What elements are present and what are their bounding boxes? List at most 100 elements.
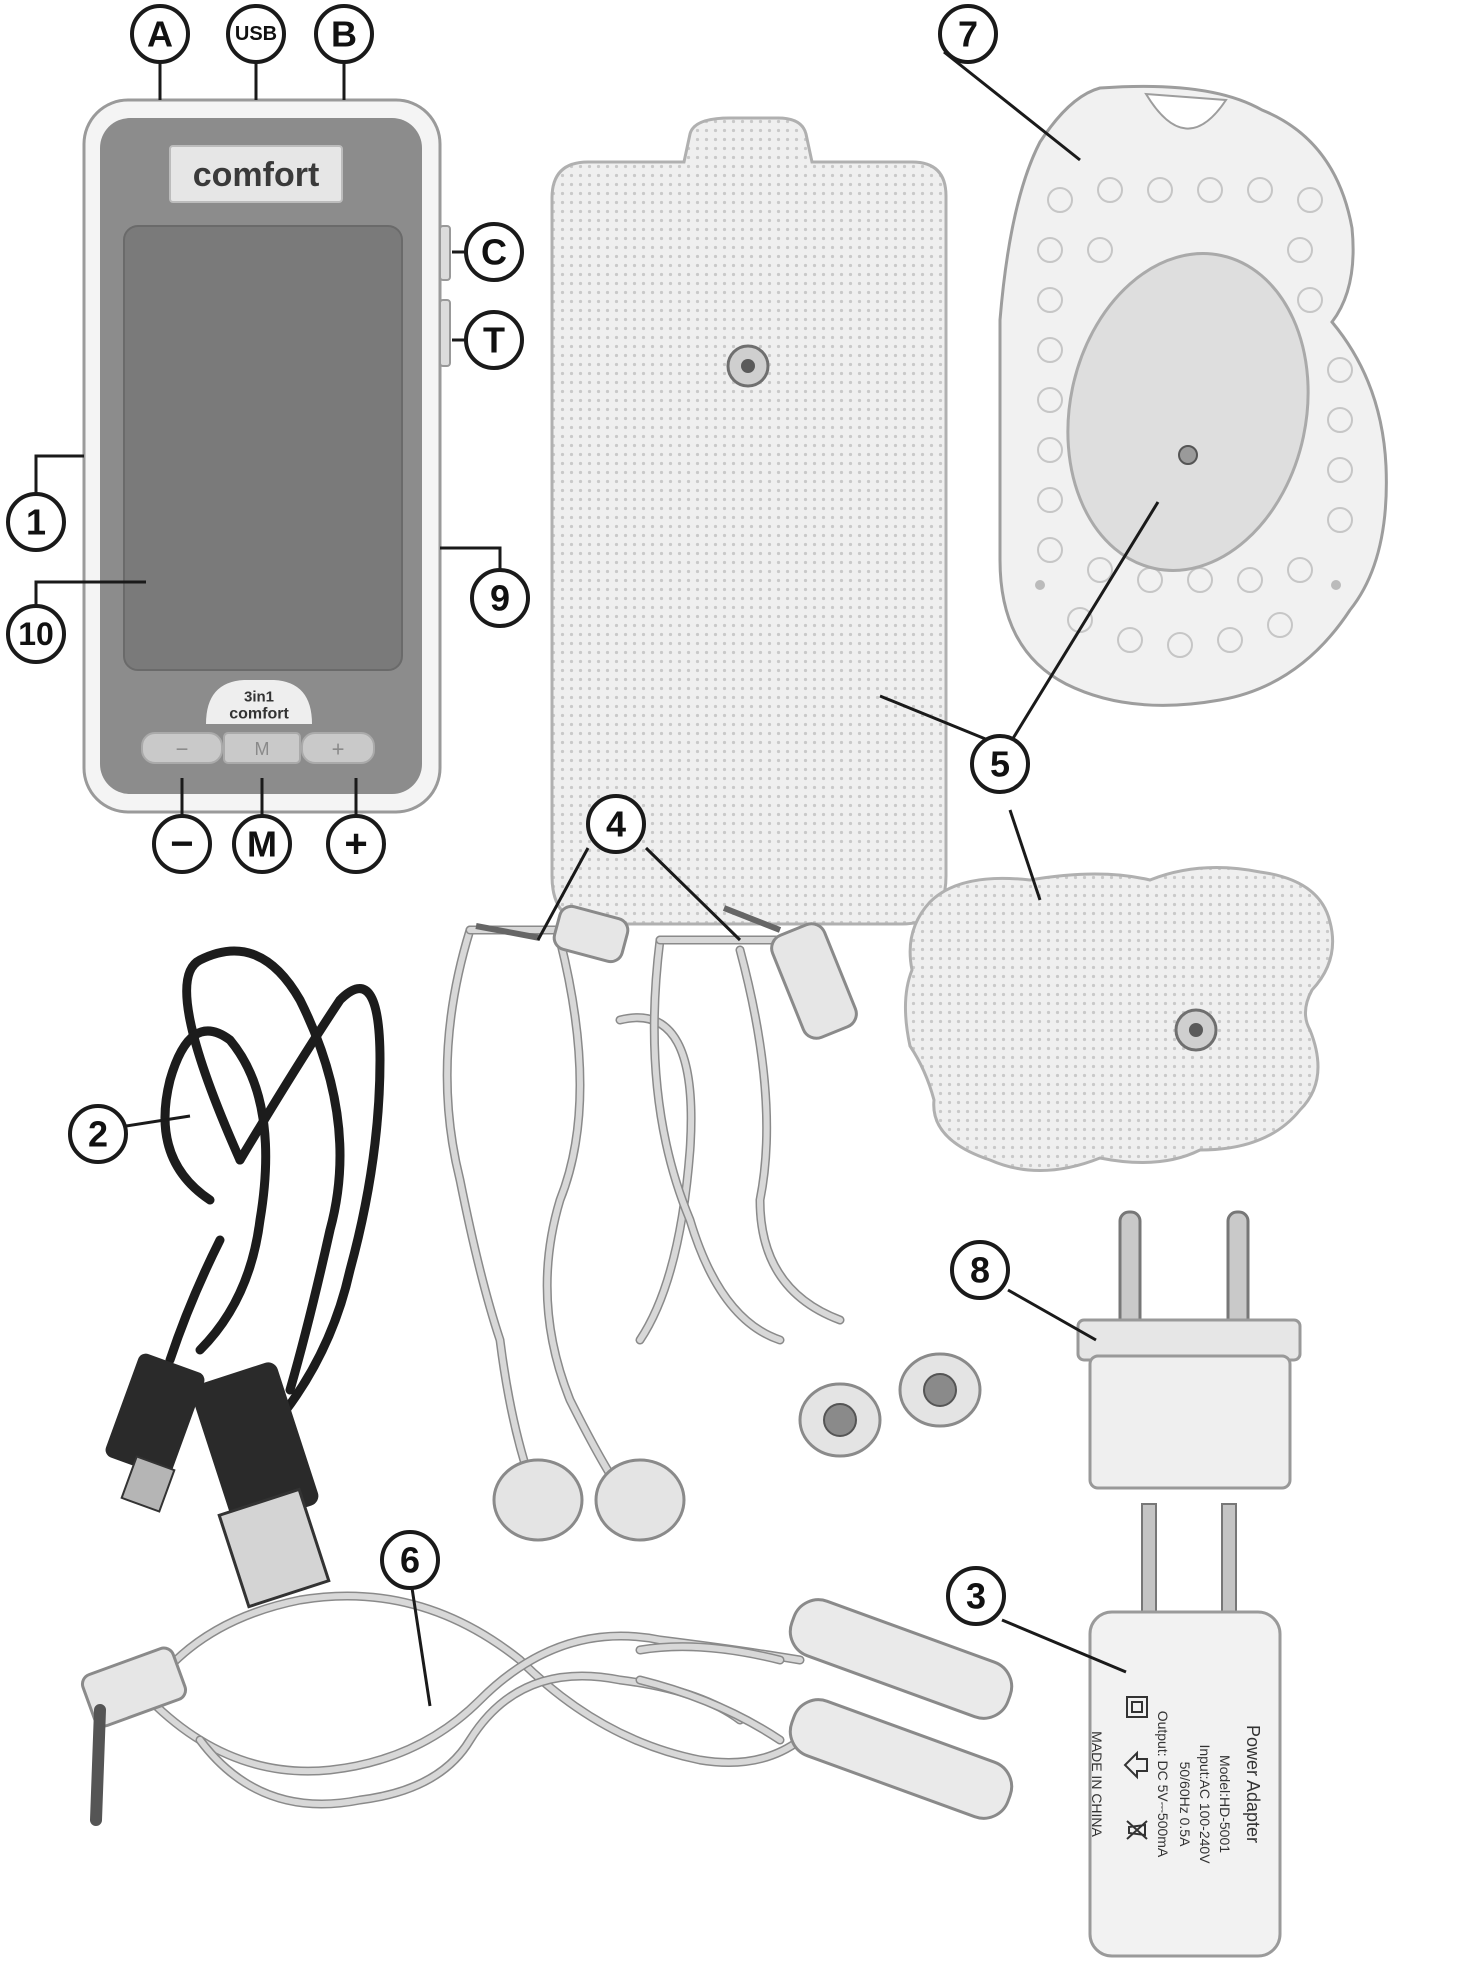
pad-rect-shape bbox=[550, 116, 948, 926]
holder-hole-left bbox=[1035, 580, 1045, 590]
holder-stud bbox=[1178, 445, 1198, 465]
adapter-text-2: Model:HD-5001 bbox=[1217, 1755, 1233, 1853]
callout-plus: + bbox=[326, 814, 386, 874]
badge-line2: comfort bbox=[229, 706, 289, 723]
eu-plug-body bbox=[1088, 1354, 1292, 1490]
side-switch-c[interactable] bbox=[439, 225, 451, 281]
lead-wire-loop-left bbox=[617, 1014, 695, 1343]
holder-adhesive-disc bbox=[1066, 252, 1310, 572]
svg-text:1: 1 bbox=[26, 502, 46, 543]
butterfly-electrode-pad bbox=[903, 866, 1335, 1172]
adapter-text-4: 50/60Hz 0.5A bbox=[1177, 1762, 1193, 1847]
holder-hole-right bbox=[1331, 580, 1341, 590]
large-electrode-pad bbox=[550, 116, 948, 926]
lead-wire-loop-right bbox=[737, 947, 843, 1323]
butterfly-pad-shape bbox=[903, 866, 1335, 1172]
alligator-clip-top bbox=[788, 1598, 1014, 1720]
callout-minus: − bbox=[152, 814, 212, 874]
adapter-text-5: Output: DC 5V⎓500mA bbox=[1155, 1711, 1171, 1858]
button-mode-glyph: M bbox=[255, 739, 270, 759]
usb-cable bbox=[105, 946, 385, 1609]
leader-lines bbox=[34, 50, 1160, 1707]
adapter-label: Power Adapter Model:HD-5001 Input:AC 100… bbox=[1089, 1696, 1263, 1864]
callout-8: 8 bbox=[950, 1240, 1010, 1300]
usb-a-plug-body bbox=[191, 1362, 319, 1528]
usb-cable-loop-3 bbox=[160, 1026, 271, 1355]
svg-text:7: 7 bbox=[958, 14, 978, 55]
adapter-prong-right bbox=[1221, 1503, 1237, 1621]
usb-cable-lead bbox=[165, 1235, 225, 1365]
brand-label-plate bbox=[169, 145, 343, 203]
adapter-text-3: Input:AC 100-240V bbox=[1197, 1744, 1213, 1864]
clip-cable-branch-top bbox=[637, 1643, 783, 1663]
lead-wire-bundle-left bbox=[444, 927, 533, 1483]
eu-plug-pin-right bbox=[1226, 1210, 1250, 1330]
holder-bump-grid bbox=[1037, 177, 1353, 658]
svg-text:8: 8 bbox=[970, 1250, 990, 1291]
callout-5: 5 bbox=[970, 734, 1030, 794]
eu-plug-collar bbox=[1076, 1318, 1302, 1362]
clip-cable-branch-bottom bbox=[637, 1677, 783, 1743]
usb-cable-loop-2 bbox=[235, 984, 385, 1435]
brand-label: comfort bbox=[193, 156, 320, 194]
svg-text:A: A bbox=[147, 14, 173, 55]
svg-text:10: 10 bbox=[18, 616, 54, 652]
side-switch-t[interactable] bbox=[439, 299, 451, 367]
button-mode[interactable] bbox=[223, 732, 301, 764]
adapter-symbols bbox=[1123, 1696, 1148, 1840]
callout-t: T bbox=[464, 310, 524, 370]
svg-text:USB: USB bbox=[235, 23, 277, 45]
pad-holder bbox=[998, 84, 1388, 707]
badge-plate bbox=[206, 680, 312, 724]
callout-7: 7 bbox=[938, 4, 998, 64]
pin-plug-left bbox=[552, 904, 630, 964]
tens-device: comfort 3in1 comfort − M + bbox=[82, 98, 451, 814]
callout-b: B bbox=[314, 4, 374, 64]
callout-m: M bbox=[232, 814, 292, 874]
clip-cable-pin bbox=[90, 1704, 106, 1826]
svg-text:5: 5 bbox=[990, 744, 1010, 785]
callout-c: C bbox=[464, 222, 524, 282]
usb-cable-loop-1 bbox=[182, 946, 345, 1395]
button-plus[interactable] bbox=[301, 732, 375, 764]
alligator-clip-bottom bbox=[788, 1698, 1014, 1820]
eu-plug-pin-left bbox=[1118, 1210, 1142, 1330]
svg-text:3: 3 bbox=[966, 1576, 986, 1617]
adapter-text-1: Power Adapter bbox=[1243, 1725, 1263, 1843]
clip-cable-loop-3 bbox=[197, 1673, 743, 1807]
clip-cable-angle-plug bbox=[80, 1646, 188, 1728]
svg-text:9: 9 bbox=[490, 578, 510, 619]
button-minus-glyph: − bbox=[176, 737, 189, 762]
callout-a: A bbox=[130, 4, 190, 64]
callout-9: 9 bbox=[470, 568, 530, 628]
usb-a-plug-metal bbox=[217, 1487, 331, 1609]
svg-text:C: C bbox=[481, 232, 507, 273]
button-plus-glyph: + bbox=[332, 737, 345, 762]
callout-usb: USB bbox=[226, 4, 286, 64]
electrode-lead-wires bbox=[442, 904, 982, 1542]
snap-connector-right-hole bbox=[923, 1373, 957, 1407]
callout-1: 1 bbox=[6, 492, 66, 552]
pad-snap-center bbox=[741, 359, 755, 373]
svg-text:4: 4 bbox=[606, 804, 626, 845]
callout-6: 6 bbox=[380, 1530, 440, 1590]
holder-notch bbox=[1144, 92, 1228, 130]
adapter-prong-left bbox=[1141, 1503, 1157, 1621]
lead-wire-bundle-right bbox=[651, 937, 783, 1343]
svg-text:T: T bbox=[483, 320, 505, 361]
callout-4: 4 bbox=[586, 794, 646, 854]
butterfly-pad-snap-center bbox=[1189, 1023, 1203, 1037]
callout-10: 10 bbox=[6, 604, 66, 664]
badge-line1: 3in1 bbox=[244, 689, 274, 706]
svg-text:−: − bbox=[170, 822, 193, 866]
adapter-text-6: MADE IN CHINA bbox=[1089, 1731, 1105, 1837]
micro-usb-plug bbox=[105, 1353, 205, 1477]
button-end-left bbox=[492, 1458, 584, 1542]
button-minus[interactable] bbox=[141, 732, 223, 764]
callout-3: 3 bbox=[946, 1566, 1006, 1626]
pin-tip-left bbox=[475, 923, 541, 941]
svg-text:B: B bbox=[331, 14, 357, 55]
lead-wire-bundle-mid bbox=[544, 937, 623, 1493]
device-screen bbox=[123, 225, 403, 671]
micro-usb-tip bbox=[120, 1455, 176, 1513]
